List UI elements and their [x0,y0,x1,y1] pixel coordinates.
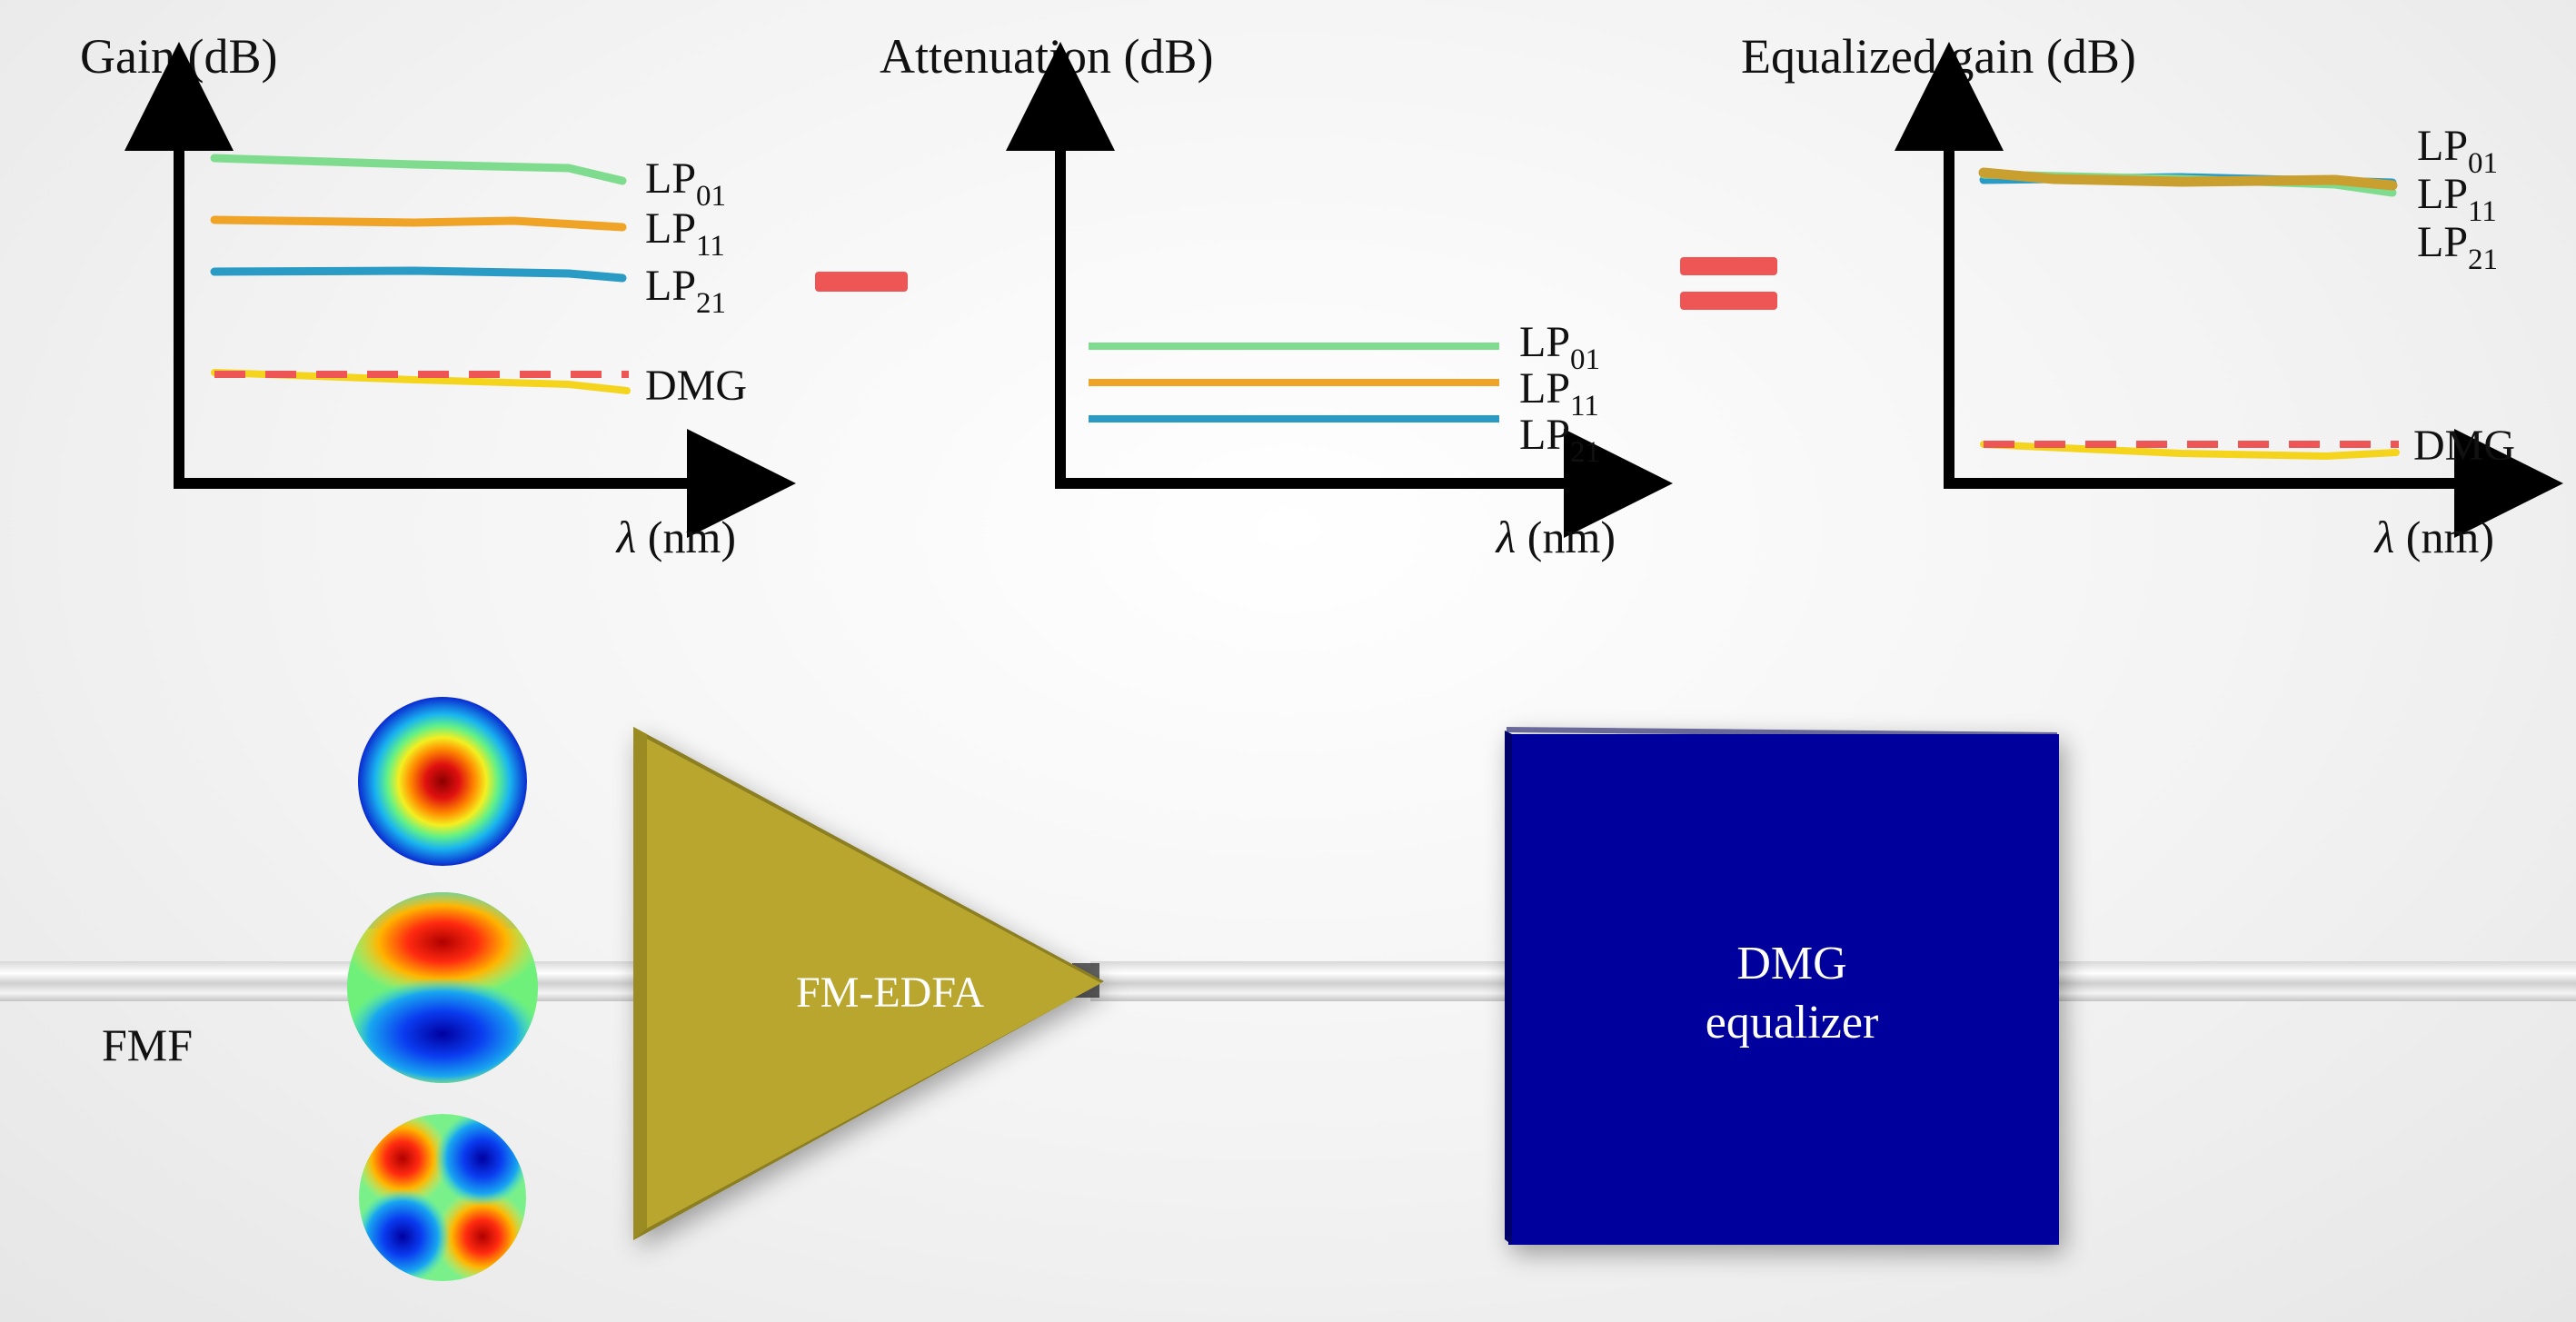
lp21-label: LP21 [645,262,726,320]
LP11-mode-icon [347,892,538,1083]
LP01-mode-icon [358,697,527,866]
lp01-label: LP01 [2417,122,2498,180]
dmg-label: DMG [645,362,747,410]
lp11-label: LP11 [1519,364,1599,422]
fm-edfa-amplifier [633,727,1104,1240]
lp21-label: LP21 [1519,411,1600,469]
lp11-gain-curve [210,215,627,232]
panel-title: Attenuation (dB) [880,29,1213,84]
lp01-gain-curve [210,154,627,185]
x-axis-label: λ (nm) [1495,512,1616,562]
fiber-label: FMF [102,1019,193,1070]
equalized-gain-panel: Equalized gain (dB) λ (nm) LP01 LP11 LP2… [1741,29,2563,562]
dmg-label: DMG [2413,422,2515,470]
attenuation-panel: Attenuation (dB) λ (nm) LP01 LP11 LP21 [880,29,1673,562]
lp01-label: LP01 [645,154,726,213]
lp21-label: LP21 [2417,218,2498,276]
minus-operator [815,272,908,292]
amplifier-label: FM-EDFA [796,969,984,1017]
equals-operator [1680,257,1777,310]
LP21-mode-icon [359,1114,526,1281]
dmg-equalized-curve [1980,441,2400,461]
panel-title: Equalized gain (dB) [1741,29,2136,84]
lp01-label: LP01 [1519,318,1600,376]
lp11-label: LP11 [645,204,725,263]
lp21-gain-curve [210,266,627,283]
x-axis-label: λ (nm) [615,512,736,562]
dmg-curve [211,369,631,394]
gain-panel: Gain (dB) λ (nm) LP01 LP11 LP21 DMG [80,29,796,562]
equalizer-label-line2: equalizer [1706,997,1879,1049]
equalizer-label-line1: DMG [1736,938,1846,989]
lp11-label: LP11 [2417,170,2497,228]
lp11-equalized-curve [1978,167,2398,191]
dmg-equalizer-block [1505,727,2059,1245]
x-axis-label: λ (nm) [2373,512,2494,562]
panel-title: Gain (dB) [80,29,277,84]
